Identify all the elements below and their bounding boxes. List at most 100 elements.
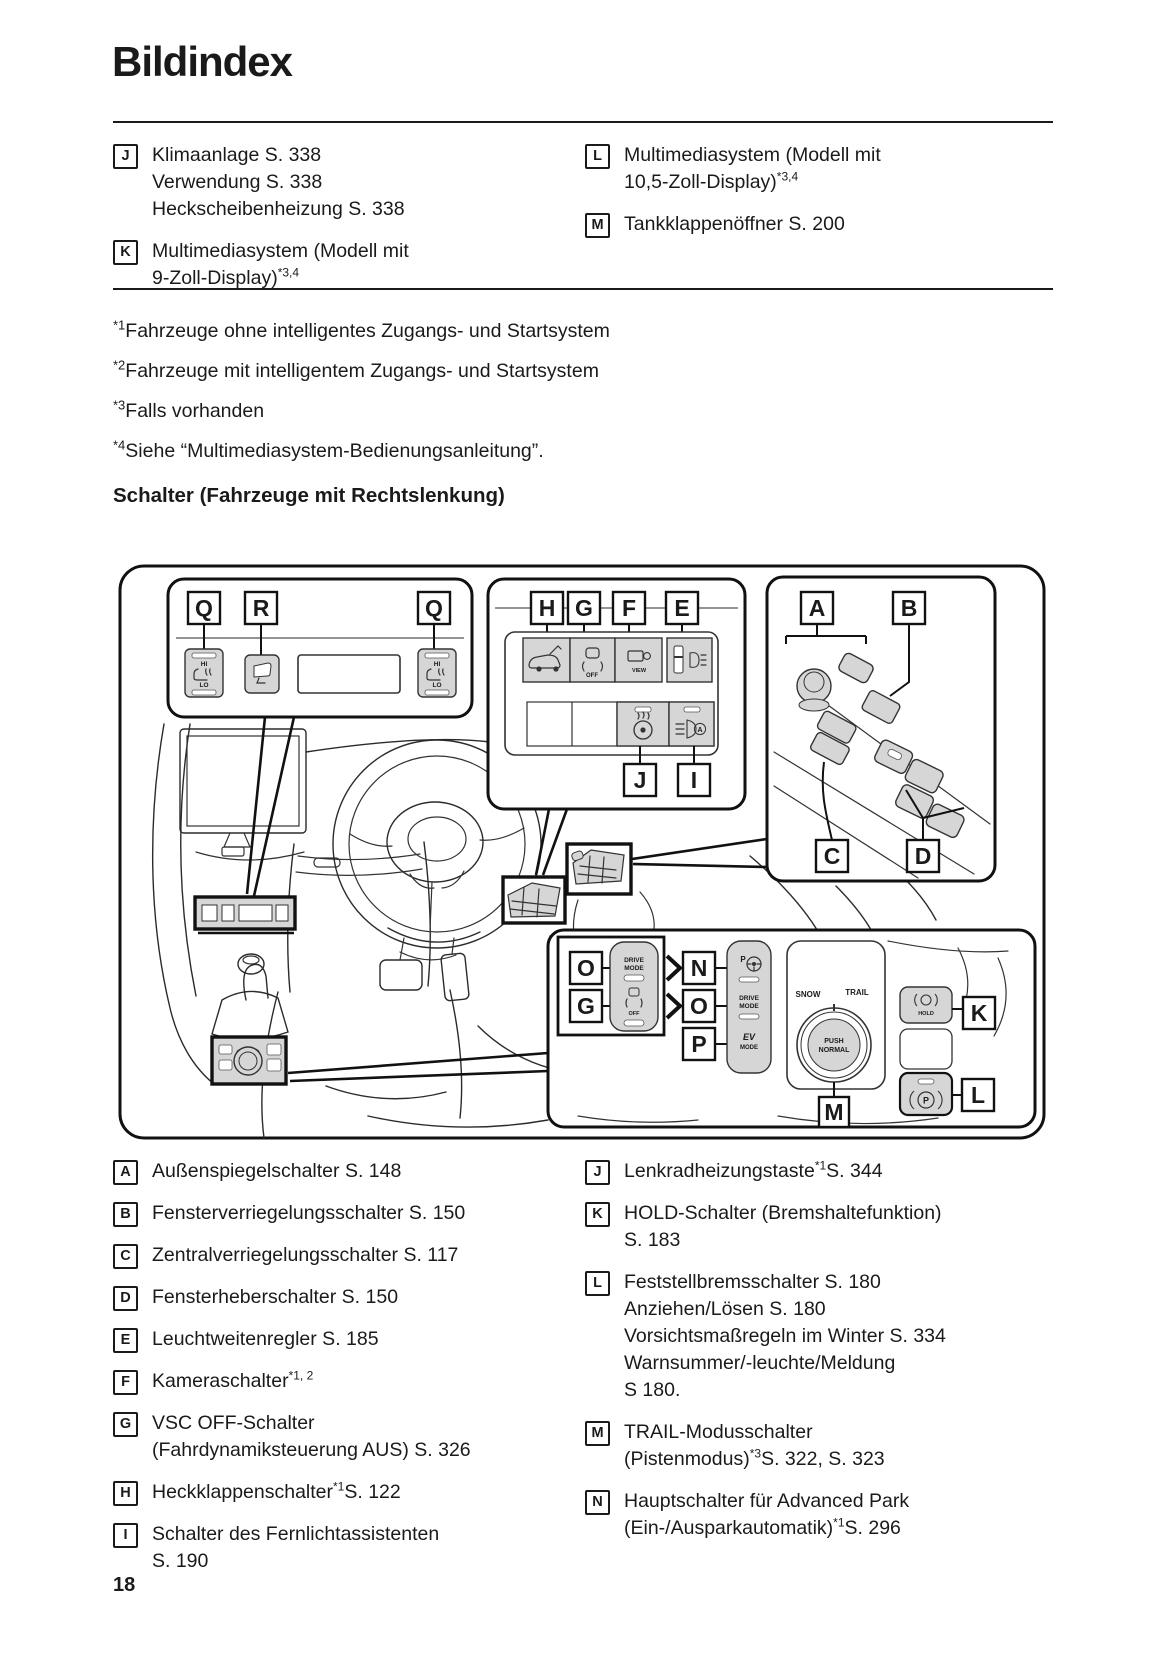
svg-text:B: B	[901, 595, 918, 621]
headlight-leveling-switch	[666, 637, 713, 683]
steering-keypad-panel-left	[501, 875, 567, 925]
item-tag: L	[585, 144, 610, 169]
seat-heater-button-left: HI LO	[184, 648, 224, 698]
park-drive-ev-capsule: P DRIVE MODE EV MODE	[726, 940, 772, 1074]
callout-box-c	[814, 838, 850, 874]
item-tag: M	[585, 213, 610, 238]
list-item: E Leuchtweitenregler S. 185	[113, 1326, 585, 1353]
inset-door-panel: A B	[765, 575, 997, 883]
callout-box-g2	[568, 988, 604, 1024]
equivalence-chevron	[665, 992, 683, 1020]
item-line: Feststellbremsschalter S. 180	[624, 1271, 881, 1293]
svg-text:E: E	[674, 595, 689, 621]
footnote: *3Falls vorhanden	[113, 397, 265, 423]
brake-hold-button: HOLD	[899, 986, 953, 1024]
footnote: *1Fahrzeuge ohne intelligentes Zugangs- …	[113, 317, 610, 343]
item-line: Anziehen/Lösen S. 180	[624, 1298, 826, 1320]
mirror-fold-button	[244, 654, 280, 694]
svg-text:O: O	[577, 955, 595, 981]
svg-text:J: J	[634, 767, 647, 793]
item-line: Multimediasystem (Modell mit	[624, 144, 881, 166]
item-line: (Fahrdynamiksteuerung AUS) S. 326	[152, 1439, 471, 1461]
callout-box-o1	[568, 950, 604, 986]
svg-text:NORMAL: NORMAL	[819, 1047, 850, 1054]
svg-text:K: K	[971, 1000, 988, 1026]
list-item: A Außenspiegelschalter S. 148	[113, 1158, 585, 1185]
equivalence-chevron	[665, 954, 683, 982]
page-title: Bildindex	[112, 38, 293, 85]
footnotes: *1Fahrzeuge ohne intelligentes Zugangs- …	[113, 318, 610, 478]
callout-box-a	[799, 590, 835, 626]
item-tag: L	[585, 1271, 610, 1296]
inset-seat-heater-panel: Q R Q HI LO	[166, 577, 474, 719]
list-item: H Heckklappenschalter*1S. 122	[113, 1479, 585, 1506]
list-item: K HOLD-Schalter (Bremshaltefunktion) S. …	[585, 1200, 1057, 1254]
svg-text:G: G	[575, 595, 593, 621]
list-item: I Schalter des Fernlichtassistenten S. 1…	[113, 1521, 585, 1575]
svg-text:F: F	[622, 595, 636, 621]
callout-box-m	[817, 1095, 851, 1129]
item-line: Lenkradheizungstaste*1S. 344	[624, 1158, 883, 1183]
item-line: Heckklappenschalter*1S. 122	[152, 1479, 401, 1504]
item-line: S 180.	[624, 1379, 681, 1401]
footnote: *2Fahrzeuge mit intelligentem Zugangs- u…	[113, 357, 599, 383]
bottom-index-left-column: A Außenspiegelschalter S. 148 B Fensterv…	[113, 1158, 585, 1590]
top-index-right-column: L Multimediasystem (Modell mit 10,5-Zoll…	[585, 142, 1055, 253]
item-line: Fensterheberschalter S. 150	[152, 1286, 399, 1308]
blank-button	[899, 1028, 953, 1070]
item-tag: K	[113, 240, 138, 265]
footnote: *4Siehe “Multimediasystem-Bedienungsanle…	[113, 437, 544, 463]
list-item: F Kameraschalter*1, 2	[113, 1368, 585, 1395]
item-line: Heckscheibenheizung S. 338	[152, 198, 405, 220]
callout-box-q1	[186, 590, 222, 626]
callout-box-g	[566, 590, 602, 626]
callout-box-b	[891, 590, 927, 626]
callout-box-d	[905, 838, 941, 874]
item-line: (Pistenmodus)*3S. 322, S. 323	[624, 1446, 885, 1471]
item-line: HOLD-Schalter (Bremshaltefunktion)	[624, 1202, 942, 1224]
item-tag: H	[113, 1481, 138, 1506]
item-line: Schalter des Fernlichtassistenten	[152, 1523, 440, 1545]
tailgate-switch	[522, 637, 571, 683]
window-switches	[874, 739, 965, 839]
item-tag: E	[113, 1328, 138, 1353]
page-number: 18	[113, 1574, 136, 1596]
top-index-left-column: J Klimaanlage S. 338 Verwendung S. 338 H…	[113, 142, 583, 307]
callout-box-e	[664, 590, 700, 626]
svg-text:HI: HI	[201, 661, 208, 668]
svg-text:R: R	[253, 595, 270, 621]
svg-text:N: N	[691, 955, 708, 981]
svg-text:C: C	[824, 843, 841, 869]
list-item: C Zentralverriegelungsschalter S. 117	[113, 1242, 585, 1269]
svg-text:MODE: MODE	[740, 1045, 758, 1051]
item-line: (Ein-/Ausparkautomatik)*1S. 296	[624, 1515, 901, 1540]
item-line: Leuchtweitenregler S. 185	[152, 1328, 379, 1350]
svg-text:P: P	[923, 1096, 929, 1106]
item-tag: N	[585, 1490, 610, 1515]
svg-text:TRAIL: TRAIL	[845, 988, 869, 997]
bottom-index-right-column: J Lenkradheizungstaste*1S. 344 K HOLD-Sc…	[585, 1158, 1057, 1557]
svg-text:H: H	[539, 595, 556, 621]
climate-control-panel	[193, 895, 297, 935]
svg-text:G: G	[577, 993, 595, 1019]
list-item: J Lenkradheizungstaste*1S. 344	[585, 1158, 1057, 1185]
mirror-select-switch	[838, 652, 874, 684]
list-item: M TRAIL-Modusschalter (Pistenmodus)*3S. …	[585, 1419, 1057, 1473]
list-item: M Tankklappenöffner S. 200	[585, 211, 1055, 238]
callout-box-j	[622, 762, 658, 798]
svg-text:VIEW: VIEW	[632, 668, 647, 674]
list-item: G VSC OFF-Schalter (Fahrdynamiksteuerung…	[113, 1410, 585, 1464]
item-line: S. 190	[152, 1550, 209, 1572]
svg-text:MODE: MODE	[739, 1003, 759, 1010]
auto-high-beam-switch: A	[668, 701, 715, 747]
item-tag: J	[585, 1160, 610, 1185]
mirror-adjust-knob	[796, 668, 832, 712]
item-line: Zentralverriegelungsschalter S. 117	[152, 1244, 459, 1266]
svg-text:SNOW: SNOW	[796, 990, 821, 999]
switch-location-diagram: Q R Q HI LO	[118, 564, 1046, 1140]
list-item: B Fensterverriegelungsschalter S. 150	[113, 1200, 585, 1227]
door-lock-switches	[810, 710, 857, 766]
callout-box-h	[529, 590, 565, 626]
item-tag: A	[113, 1160, 138, 1185]
